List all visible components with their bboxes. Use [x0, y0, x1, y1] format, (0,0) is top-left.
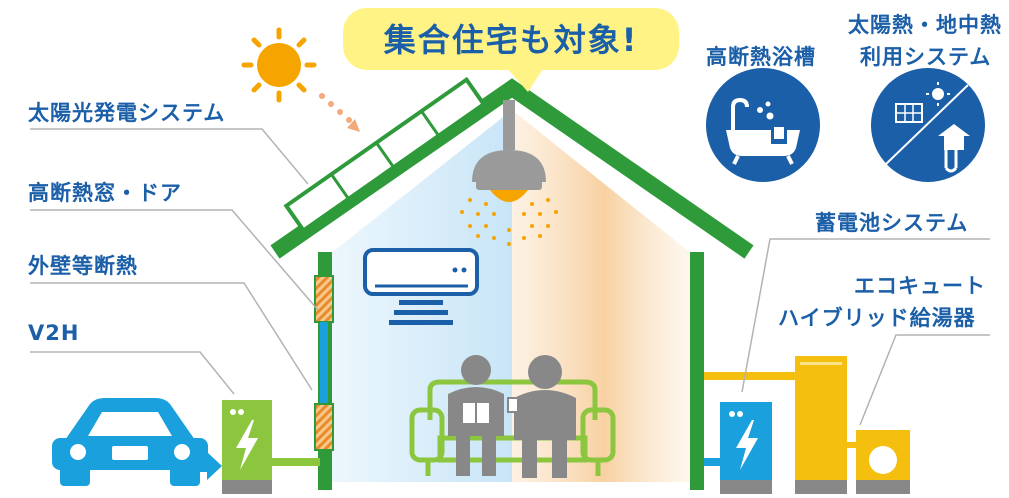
charger-icon	[222, 400, 272, 494]
speech-bubble	[343, 8, 679, 92]
air-conditioner-icon	[363, 248, 479, 325]
bubble-text: 集合住宅も対象!	[383, 21, 639, 59]
person-icon	[507, 355, 576, 478]
battery-icon	[720, 402, 772, 494]
label-v2h: V2H	[28, 321, 80, 345]
bathtub-icon	[706, 68, 820, 182]
battery-cable	[704, 458, 720, 466]
right-wall	[690, 252, 704, 490]
label-insulated-bathtub: 高断熱浴槽	[706, 45, 816, 69]
sofa-icon	[409, 379, 616, 476]
car-arrow	[186, 452, 222, 480]
wall-insulation-lower	[314, 403, 334, 451]
wall-insulation-upper	[314, 275, 334, 323]
geothermal-icon	[871, 68, 985, 182]
lightning-icon	[236, 420, 258, 470]
ecocute-icon	[795, 356, 910, 494]
v2h-cable	[272, 458, 320, 466]
label-battery-system: 蓄電池システム	[815, 211, 969, 235]
window-glass	[320, 322, 328, 404]
label-solar-geothermal-line1: 太陽熱・地中熱	[848, 13, 1002, 37]
car-icon	[52, 398, 208, 486]
heater-pipe	[704, 372, 796, 380]
label-solar-power-system: 太陽光発電システム	[28, 101, 226, 125]
label-ecocute-line1: エコキュート	[854, 274, 986, 298]
solar-panel-icon	[283, 76, 487, 234]
label-insulated-window-door: 高断熱窓・ドア	[28, 181, 182, 205]
person-icon	[448, 355, 504, 476]
label-solar-geothermal-line2: 利用システム	[860, 45, 992, 69]
leader-lines	[30, 128, 990, 426]
ceiling-lamp-icon	[460, 100, 558, 246]
label-ecocute-line2: ハイブリッド給湯器	[778, 306, 976, 330]
label-wall-insulation: 外壁等断熱	[28, 254, 138, 278]
sun-icon	[241, 27, 317, 103]
sunlight-dots	[319, 93, 360, 132]
